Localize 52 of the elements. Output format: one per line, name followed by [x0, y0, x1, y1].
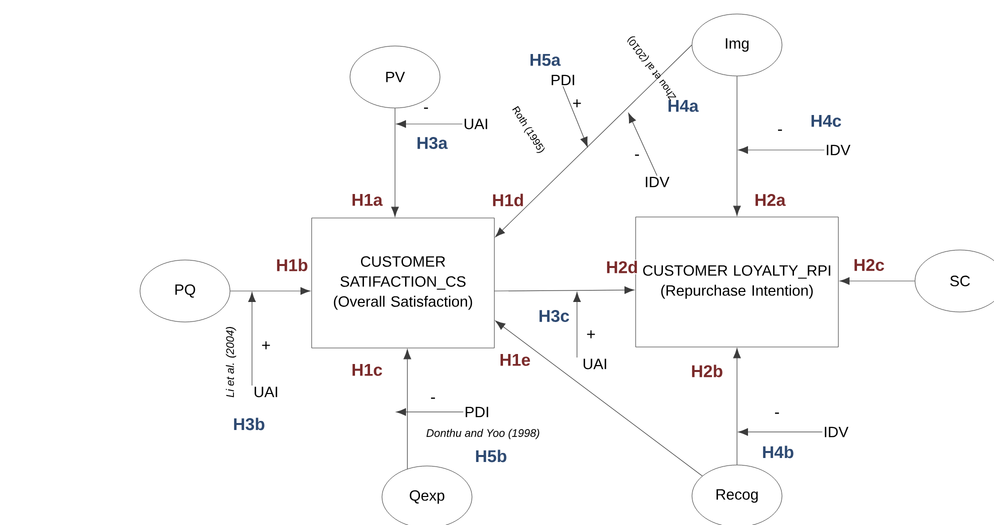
arrow: [495, 44, 692, 238]
sign-label: +: [262, 341, 270, 350]
citation-text: Donthu and Yoo (1998): [426, 428, 540, 440]
hypothesis-label: H1c: [350, 363, 384, 377]
arrow: [738, 146, 825, 154]
arrow: [396, 120, 463, 128]
hypothesis-label: H4c: [809, 114, 843, 128]
sign-label: -: [778, 130, 782, 131]
moderator-label: IDV: [646, 176, 670, 188]
hypothesis-label: H1e: [498, 353, 532, 367]
arrow: [733, 348, 741, 466]
construct-box: CUSTOMER SATIFACTION_CS (Overall Satisfaction): [311, 218, 495, 348]
sign-label: -: [424, 108, 428, 109]
hypothesis-label: H1a: [350, 193, 384, 207]
hypothesis-label: H5b: [474, 448, 508, 464]
arrow: [738, 428, 823, 436]
hypothesis-label: H2b: [690, 364, 724, 378]
hypothesis-label: H1d: [490, 192, 526, 208]
arrow: [562, 86, 588, 148]
hypothesis-label: H1b: [274, 258, 310, 272]
hypothesis-label: H2a: [753, 192, 787, 207]
arrow: [628, 112, 658, 176]
hypothesis-label: H2d: [604, 260, 640, 274]
arrow: [840, 277, 916, 285]
arrow: [494, 286, 634, 294]
moderator-label: PDI: [466, 406, 488, 418]
moderator-label: IDV: [824, 426, 848, 438]
arrow: [248, 292, 256, 386]
moderator-label: PDI: [552, 74, 574, 86]
hypothesis-label: H3c: [537, 308, 571, 324]
moderator-label: UAI: [464, 118, 488, 130]
hypothesis-label: H3a: [415, 136, 449, 150]
citation-text: Li et al. (2004): [226, 326, 236, 398]
arrow: [404, 349, 412, 470]
arrow: [230, 287, 310, 295]
moderator-label: UAI: [254, 386, 278, 398]
hypothesis-label: H4b: [760, 444, 796, 460]
arrow: [733, 76, 741, 216]
sign-label: +: [587, 330, 595, 338]
moderator-label: UAI: [584, 358, 606, 370]
hypothesis-label: H2c: [852, 258, 886, 272]
sign-label: +: [573, 99, 581, 108]
hypothesis-label: H3b: [232, 416, 266, 432]
arrow: [573, 292, 581, 358]
hypothesis-label: H5a: [528, 53, 562, 67]
sign-label: -: [431, 398, 435, 399]
moderator-label: IDV: [826, 144, 850, 156]
sign-label: -: [775, 412, 779, 414]
arrow: [391, 108, 399, 217]
arrow: [396, 408, 464, 416]
arrow: [495, 320, 703, 476]
sign-label: -: [635, 154, 639, 156]
